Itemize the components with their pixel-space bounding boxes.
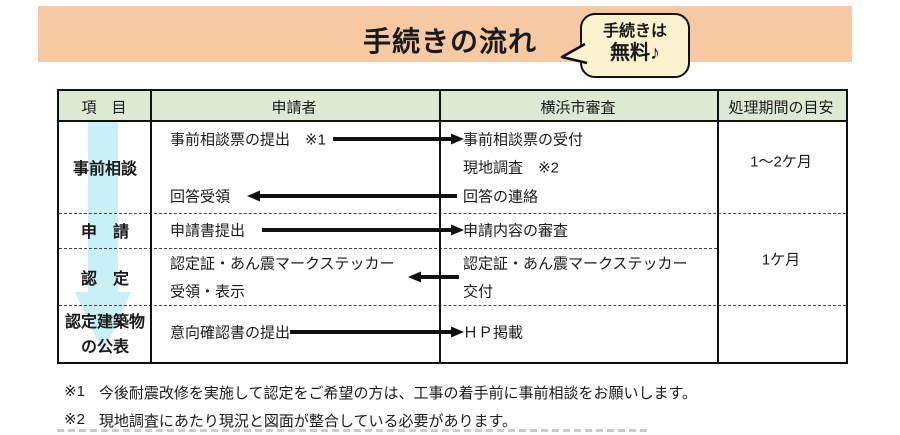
row-label-application: 申 請 [80,224,130,241]
header-item: 項 目 [81,99,127,117]
speech-bubble-tail [560,42,588,65]
row-divider-2 [59,248,717,249]
arrow-left-certify-head [408,271,421,283]
table-header-row [59,91,846,122]
flow-down-arrow-shaft [88,122,118,292]
cell-apply-submit: 申請書提出 [170,222,246,240]
row-label-certification: 認 定 [80,271,130,288]
row-label-publication-line1: 認定建築物 [64,314,146,331]
column-divider-3 [717,91,719,362]
cell-prior-submit: 事前相談票の提出 ※1 [170,131,326,149]
footnote-2: ※2 現地調査にあたり現況と図面が整合している必要があります。 [64,410,517,431]
flow-down-arrow-head [75,292,131,353]
cell-prior-accept: 事前相談票の受付 [463,131,584,149]
footnote-1: ※1 今後耐震改修を実施して認定をご希望の方は、工事の着手前に事前相談をお願いし… [64,382,697,403]
procedure-table: 項 目 申請者 横浜市審査 処理期間の目安 事前相談 申 請 認 定 認定建築物… [57,89,848,364]
arrow-left-prior-reply-head [247,190,260,202]
title-banner [38,6,852,62]
speech-bubble: 手続きは 無料♪ [580,13,690,78]
column-divider-2 [439,91,441,362]
header-period: 処理期間の目安 [728,99,834,117]
cell-period-1to2-months: 1～2ケ月 [750,153,812,171]
cell-certify-sticker-line2: 受領・表示 [170,283,246,301]
footnote-1-text: 今後耐震改修を実施して認定をご希望の方は、工事の着手前に事前相談をお願いします。 [98,385,697,402]
cell-apply-review: 申請内容の審査 [463,222,569,240]
column-divider-1 [150,91,152,362]
cell-prior-reply-contact: 回答の連絡 [463,188,539,206]
row-divider-1 [59,213,846,214]
footnote-2-text: 現地調査にあたり現況と図面が整合している必要があります。 [98,413,517,430]
header-applicant: 申請者 [271,99,317,117]
row-label-prior-consultation: 事前相談 [72,161,138,178]
cell-publish-intent-submit: 意向確認書の提出 [170,324,291,342]
cell-period-1-month: 1ケ月 [761,251,801,269]
bubble-text-line2: 無料♪ [610,42,660,64]
cell-prior-site-survey: 現地調査 ※2 [463,159,559,177]
cropped-text-fragment [57,429,649,432]
bubble-text-line1: 手続きは [602,23,667,40]
footnote-1-marker: ※1 [64,383,85,400]
footnote-2-marker: ※2 [64,411,85,428]
cell-certify-issue-line1: 認定証・あん震マークステッカー [463,255,688,273]
cell-certify-sticker-line1: 認定証・あん震マークステッカー [170,255,395,273]
row-divider-3 [59,305,846,306]
cell-publish-hp: ＨＰ掲載 [463,324,524,342]
row-label-publication-line2: の公表 [80,339,130,356]
cell-prior-receive-reply: 回答受領 [170,188,231,206]
page-title: 手続きの流れ [362,26,537,57]
cell-certify-issue-line2: 交付 [463,283,494,301]
header-city-review: 横浜市審査 [540,99,616,117]
